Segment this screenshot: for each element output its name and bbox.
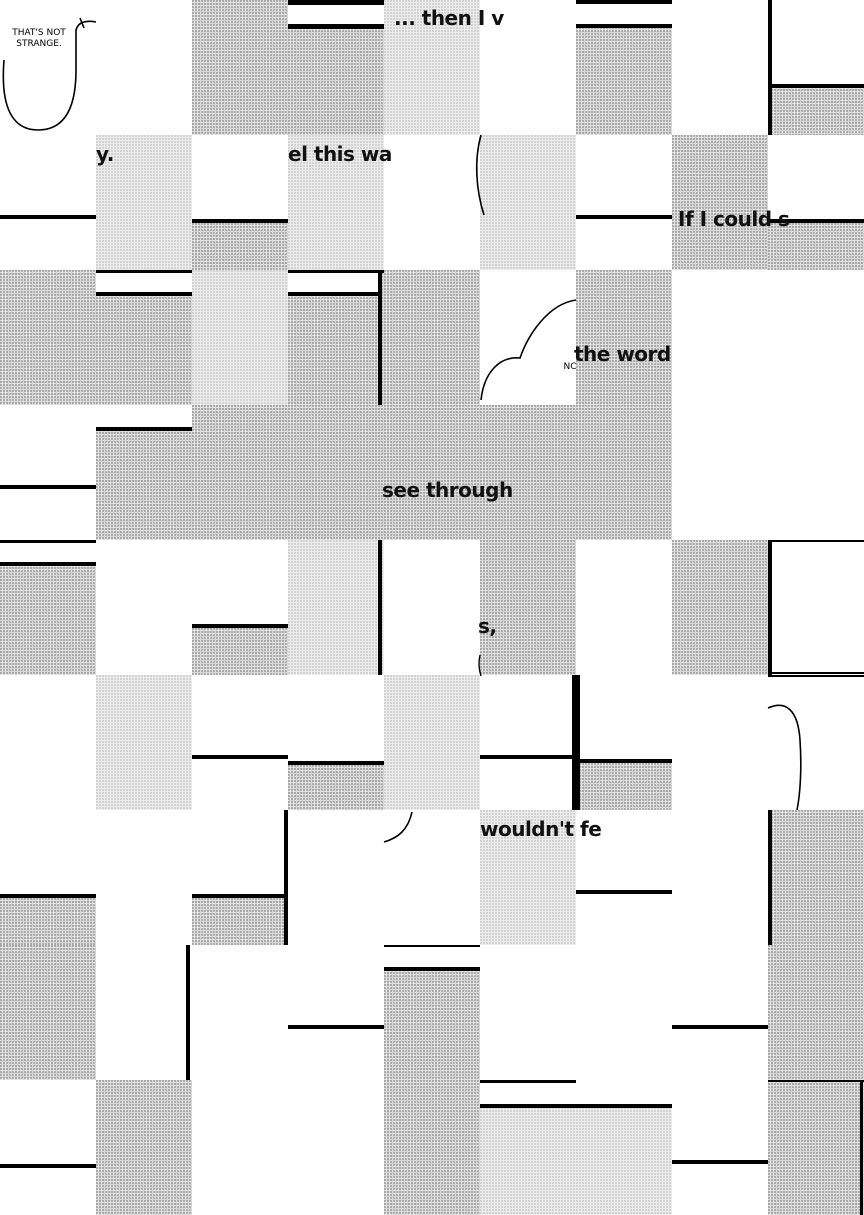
tile — [768, 810, 864, 945]
tile — [384, 810, 480, 945]
tile — [96, 540, 192, 675]
caption-fragment: wouldn't fe — [480, 817, 602, 841]
tile — [480, 945, 576, 1080]
tile — [384, 540, 480, 675]
caption-fragment: el this wa — [288, 142, 392, 166]
tile — [768, 135, 864, 270]
tile — [576, 540, 672, 675]
caption-fragment: s, — [478, 614, 497, 638]
caption-fragment: see through — [382, 478, 513, 502]
tile — [288, 405, 384, 540]
tile — [576, 810, 672, 945]
tile — [576, 945, 672, 1080]
tile — [672, 405, 768, 540]
tile — [192, 270, 288, 405]
tile — [768, 945, 864, 1080]
tile — [192, 0, 288, 135]
tile — [96, 1080, 192, 1215]
tile — [96, 945, 192, 1080]
tile — [576, 270, 672, 405]
tile — [192, 540, 288, 675]
tile — [768, 270, 864, 405]
tile — [384, 270, 480, 405]
tile — [480, 0, 576, 135]
tile — [384, 405, 480, 540]
tile — [192, 810, 288, 945]
tile — [288, 810, 384, 945]
tile — [480, 1080, 576, 1215]
tile — [192, 945, 288, 1080]
tile — [0, 1080, 96, 1215]
tile — [384, 675, 480, 810]
tile — [192, 675, 288, 810]
tile — [0, 0, 96, 135]
tile — [768, 1080, 864, 1215]
tile — [672, 540, 768, 675]
caption-fragment: y. — [96, 142, 114, 166]
tile — [672, 270, 768, 405]
tile — [288, 1080, 384, 1215]
tile — [96, 270, 192, 405]
tile — [0, 945, 96, 1080]
tile — [480, 810, 576, 945]
tile — [384, 0, 480, 135]
tile — [96, 135, 192, 270]
tile — [576, 675, 672, 810]
tile — [192, 135, 288, 270]
tile — [0, 540, 96, 675]
tile — [480, 405, 576, 540]
tile — [96, 675, 192, 810]
tile — [672, 1080, 768, 1215]
tile — [576, 0, 672, 135]
tile — [480, 135, 576, 270]
tile — [576, 1080, 672, 1215]
tile — [576, 135, 672, 270]
tile — [480, 540, 576, 675]
tile — [288, 945, 384, 1080]
tile — [192, 405, 288, 540]
tile — [192, 1080, 288, 1215]
tile — [384, 1080, 480, 1215]
tile — [96, 0, 192, 135]
tile — [96, 810, 192, 945]
caption-fragment: the word — [574, 342, 671, 366]
caption-fragment: ... then I v — [394, 6, 504, 30]
speech-balloon-text: THAT'S NOT STRANGE. — [12, 28, 66, 49]
tile — [288, 135, 384, 270]
tile — [288, 675, 384, 810]
tile — [384, 135, 480, 270]
tile — [288, 0, 384, 135]
tile — [0, 405, 96, 540]
tile — [288, 270, 384, 405]
tile — [576, 405, 672, 540]
tile — [768, 405, 864, 540]
speech-balloon-text: NC — [563, 362, 577, 372]
tile — [768, 540, 864, 675]
tile — [672, 675, 768, 810]
tile — [672, 0, 768, 135]
tile — [0, 270, 96, 405]
tile — [672, 135, 768, 270]
tile — [384, 945, 480, 1080]
tile — [768, 675, 864, 810]
caption-fragment: If I could s — [678, 207, 790, 231]
tile — [768, 0, 864, 135]
tile — [672, 945, 768, 1080]
tile — [672, 810, 768, 945]
tile — [0, 810, 96, 945]
tile — [0, 135, 96, 270]
tile — [0, 675, 96, 810]
tile — [480, 675, 576, 810]
tile — [96, 405, 192, 540]
tile — [288, 540, 384, 675]
tile — [480, 270, 576, 405]
